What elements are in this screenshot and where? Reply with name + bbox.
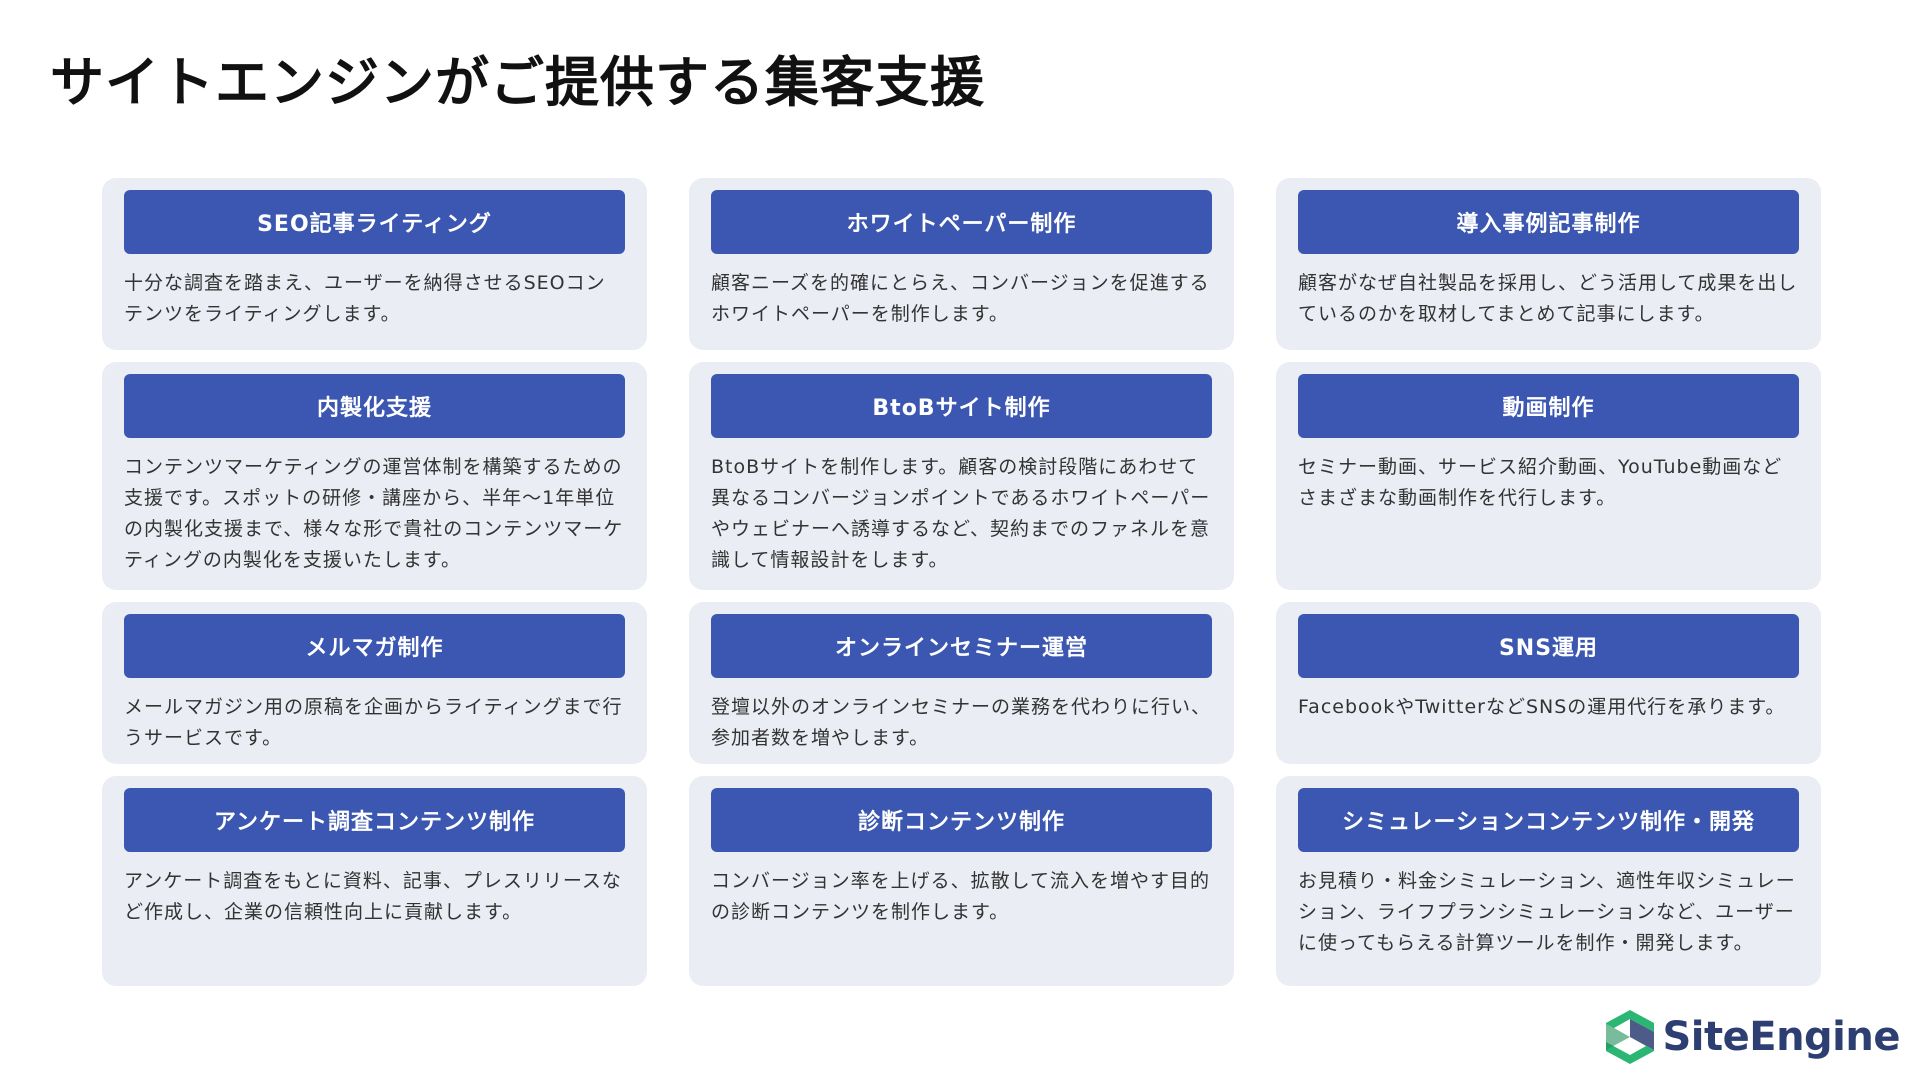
service-card-title: 診断コンテンツ制作 (711, 788, 1212, 852)
service-card-title: BtoBサイト制作 (711, 374, 1212, 438)
service-card-title: 内製化支援 (124, 374, 625, 438)
service-card-video: 動画制作 セミナー動画、サービス紹介動画、YouTube動画などさまざまな動画制… (1276, 362, 1821, 590)
service-card-seo-writing: SEO記事ライティング 十分な調査を踏まえ、ユーザーを納得させるSEOコンテンツ… (102, 178, 647, 350)
service-card-online-seminar: オンラインセミナー運営 登壇以外のオンラインセミナーの業務を代わりに行い、参加者… (689, 602, 1234, 764)
service-card-desc: メールマガジン用の原稿を企画からライティングまで行うサービスです。 (124, 696, 623, 749)
service-card-desc: セミナー動画、サービス紹介動画、YouTube動画などさまざまな動画制作を代行し… (1298, 456, 1783, 509)
service-card-title: SNS運用 (1298, 614, 1799, 678)
service-card-sns: SNS運用 FacebookやTwitterなどSNSの運用代行を承ります。 (1276, 602, 1821, 764)
service-card-title: 導入事例記事制作 (1298, 190, 1799, 254)
service-card-desc: FacebookやTwitterなどSNSの運用代行を承ります。 (1298, 696, 1786, 718)
page-title: サイトエンジンがご提供する集客支援 (50, 51, 985, 114)
service-card-newsletter: メルマガ制作 メールマガジン用の原稿を企画からライティングまで行うサービスです。 (102, 602, 647, 764)
service-card-desc: 顧客がなぜ自社製品を採用し、どう活用して成果を出しているのかを取材してまとめて記… (1298, 272, 1798, 325)
logo-text: SiteEngine (1662, 1014, 1900, 1060)
service-card-desc: コンテンツマーケティングの運営体制を構築するための支援です。スポットの研修・講座… (124, 456, 624, 571)
service-card-case-study: 導入事例記事制作 顧客がなぜ自社製品を採用し、どう活用して成果を出しているのかを… (1276, 178, 1821, 350)
service-card-title: アンケート調査コンテンツ制作 (124, 788, 625, 852)
service-card-title: SEO記事ライティング (124, 190, 625, 254)
service-card-title: ホワイトペーパー制作 (711, 190, 1212, 254)
service-card-title: 動画制作 (1298, 374, 1799, 438)
service-card-desc: 顧客ニーズを的確にとらえ、コンバージョンを促進するホワイトペーパーを制作します。 (711, 272, 1210, 325)
service-card-desc: お見積り・料金シミュレーション、適性年収シミュレーション、ライフプランシミュレー… (1298, 870, 1796, 954)
service-card-diagnosis-content: 診断コンテンツ制作 コンバージョン率を上げる、拡散して流入を増やす目的の診断コン… (689, 776, 1234, 986)
siteengine-logo[interactable]: SiteEngine (1604, 1008, 1900, 1066)
service-card-simulation-content: シミュレーションコンテンツ制作・開発 お見積り・料金シミュレーション、適性年収シ… (1276, 776, 1821, 986)
service-card-title: オンラインセミナー運営 (711, 614, 1212, 678)
service-card-desc: 登壇以外のオンラインセミナーの業務を代わりに行い、参加者数を増やします。 (711, 696, 1212, 749)
service-card-whitepaper: ホワイトペーパー制作 顧客ニーズを的確にとらえ、コンバージョンを促進するホワイト… (689, 178, 1234, 350)
service-card-title: メルマガ制作 (124, 614, 625, 678)
service-card-inhouse-support: 内製化支援 コンテンツマーケティングの運営体制を構築するための支援です。スポット… (102, 362, 647, 590)
service-card-desc: 十分な調査を踏まえ、ユーザーを納得させるSEOコンテンツをライティングします。 (124, 272, 606, 325)
siteengine-logo-icon (1606, 1010, 1655, 1064)
service-card-survey-content: アンケート調査コンテンツ制作 アンケート調査をもとに資料、記事、プレスリリースな… (102, 776, 647, 986)
service-card-title: シミュレーションコンテンツ制作・開発 (1298, 788, 1799, 852)
service-card-desc: BtoBサイトを制作します。顧客の検討段階にあわせて異なるコンバージョンポイント… (711, 456, 1211, 571)
service-card-btob-site: BtoBサイト制作 BtoBサイトを制作します。顧客の検討段階にあわせて異なるコ… (689, 362, 1234, 590)
service-card-desc: コンバージョン率を上げる、拡散して流入を増やす目的の診断コンテンツを制作します。 (711, 870, 1211, 923)
services-grid: SEO記事ライティング 十分な調査を踏まえ、ユーザーを納得させるSEOコンテンツ… (102, 178, 1822, 986)
service-card-desc: アンケート調査をもとに資料、記事、プレスリリースなど作成し、企業の信頼性向上に貢… (124, 870, 622, 923)
